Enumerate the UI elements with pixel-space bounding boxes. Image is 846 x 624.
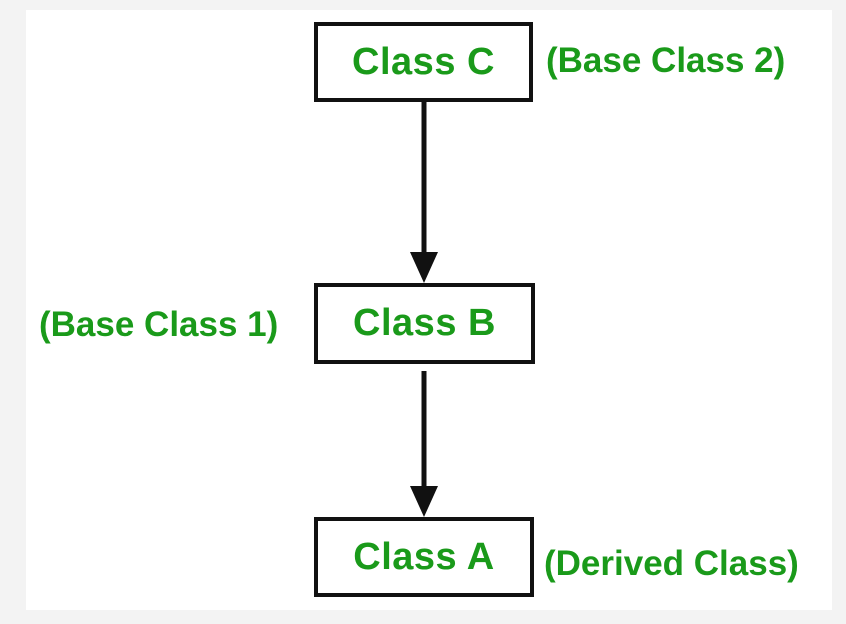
node-class-c: Class C	[314, 22, 533, 102]
node-class-a: Class A	[314, 517, 534, 597]
note-base-class-1: (Base Class 1)	[39, 305, 279, 344]
node-class-b: Class B	[314, 283, 535, 364]
arrow-class-c-to-class-b	[410, 102, 438, 283]
note-derived-class: (Derived Class)	[544, 544, 799, 583]
node-class-c-label: Class C	[352, 40, 495, 83]
note-base-class-2: (Base Class 2)	[546, 41, 786, 80]
node-class-a-label: Class A	[353, 535, 495, 578]
node-class-b-label: Class B	[353, 302, 496, 344]
arrow-class-b-to-class-a	[410, 371, 438, 517]
